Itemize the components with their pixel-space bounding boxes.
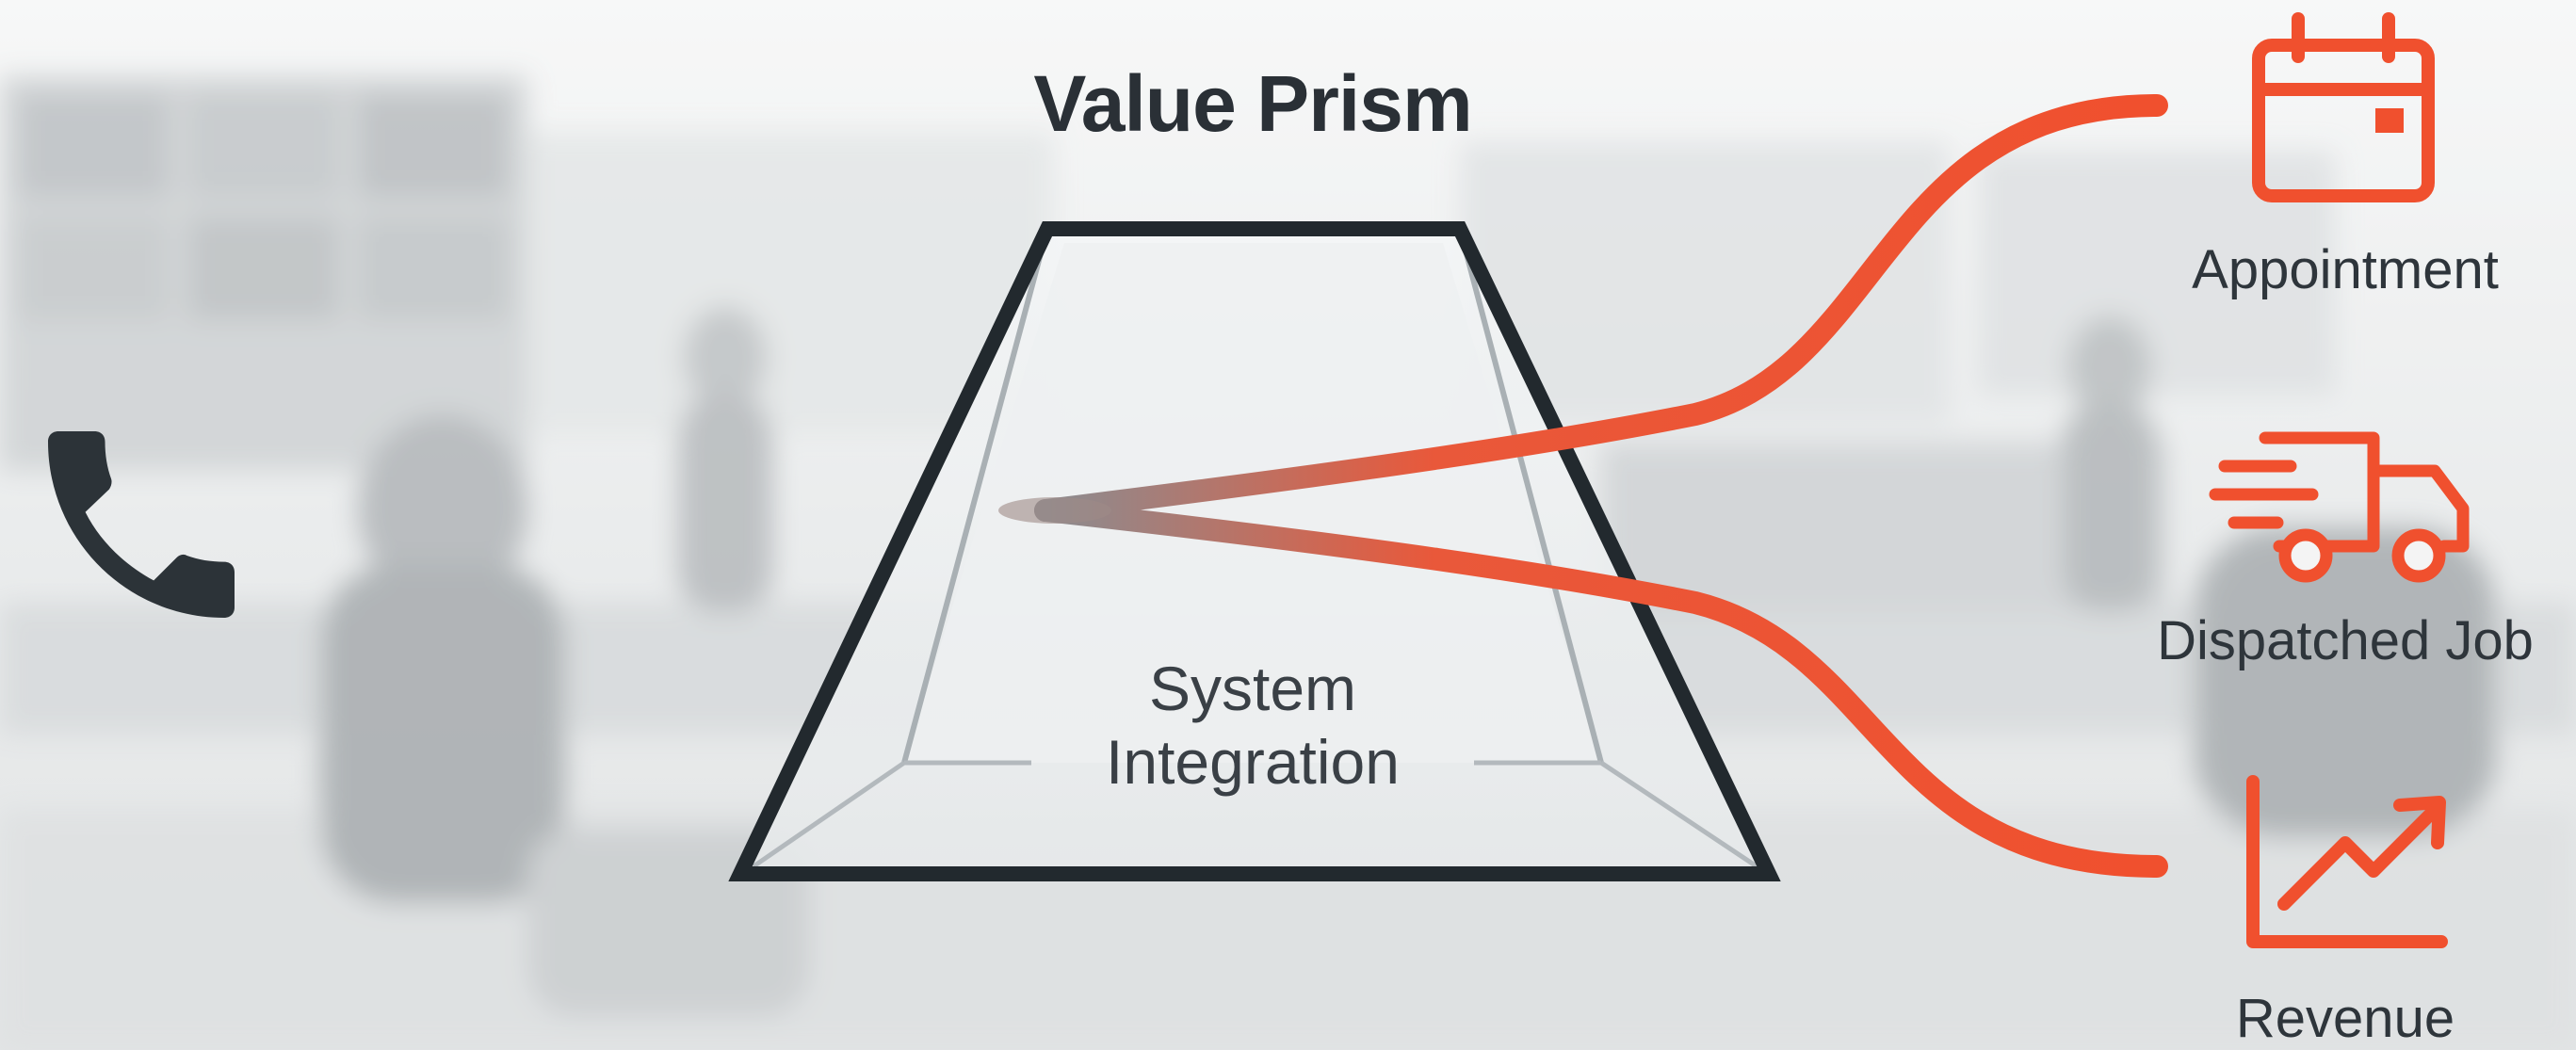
appointment-label: Appointment bbox=[2192, 239, 2499, 300]
prism-label-line1: System bbox=[1148, 654, 1357, 723]
revenue-chart-icon bbox=[2246, 775, 2448, 948]
diagram-title: Value Prism bbox=[1033, 59, 1472, 148]
revenue-label: Revenue bbox=[2235, 988, 2455, 1049]
prism-label: System Integration bbox=[1017, 652, 1488, 799]
output-beams bbox=[998, 94, 2168, 878]
phone-icon bbox=[48, 431, 235, 618]
beam-revenue bbox=[1034, 499, 2168, 878]
dispatched-job-label: Dispatched Job bbox=[2157, 610, 2534, 671]
prism-label-line2: Integration bbox=[1106, 727, 1400, 797]
delivery-truck-icon bbox=[2209, 431, 2470, 583]
beam-appointment bbox=[1034, 94, 2168, 522]
calendar-icon bbox=[2252, 12, 2435, 202]
